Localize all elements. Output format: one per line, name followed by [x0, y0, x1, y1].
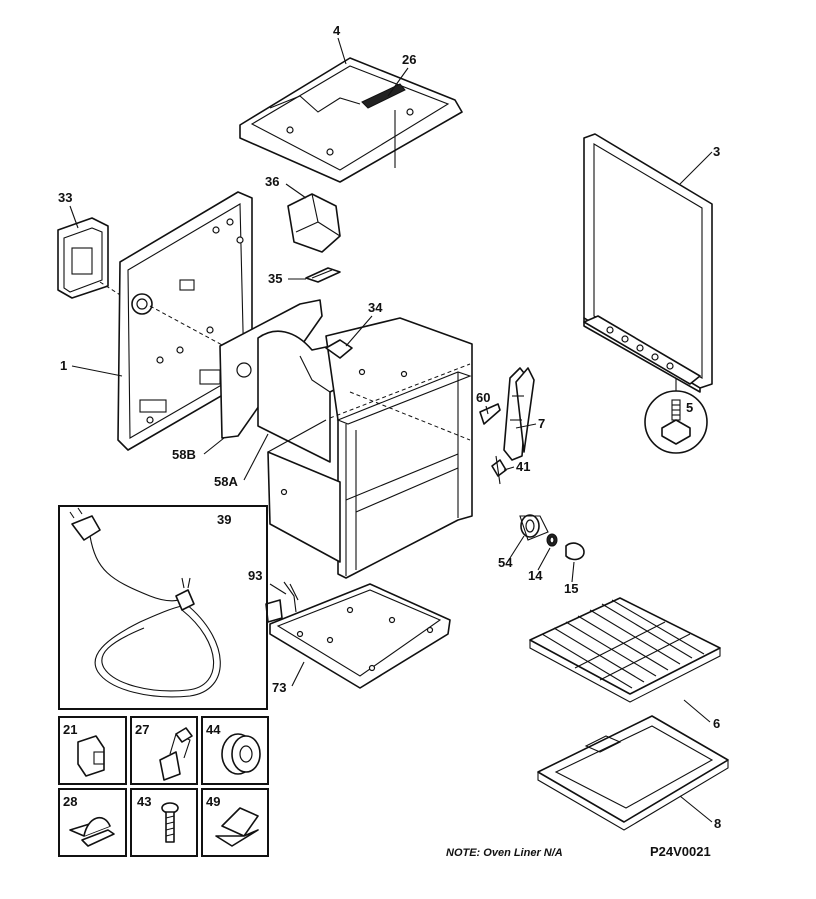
part-7-hinge [503, 367, 535, 461]
label-73: 73 [272, 680, 286, 695]
label-21: 21 [63, 722, 77, 737]
part-41-clip [491, 455, 507, 485]
part-3-side-panel [583, 133, 713, 396]
part-5-leveling-leg [644, 390, 708, 454]
box-44-grommet [201, 716, 269, 785]
label-93: 93 [248, 568, 262, 583]
label-14: 14 [528, 568, 543, 583]
label-58A: 58A [214, 474, 238, 489]
label-34: 34 [368, 300, 383, 315]
label-8: 8 [714, 816, 721, 831]
part-34-clip [325, 339, 353, 359]
box-21-clip [58, 716, 127, 785]
label-1: 1 [60, 358, 67, 373]
part-14-spring [546, 533, 558, 547]
part-35-vent-pad [305, 267, 341, 283]
label-35: 35 [268, 271, 282, 286]
drawing-code: P24V0021 [650, 844, 711, 859]
part-60-bracket [479, 403, 501, 425]
label-41: 41 [516, 459, 530, 474]
label-27: 27 [135, 722, 149, 737]
label-58B: 58B [172, 447, 196, 462]
box-39-power-cord [58, 505, 268, 710]
oven-body-frame [267, 317, 473, 579]
part-36-vent-duct [287, 193, 341, 253]
label-6: 6 [713, 716, 720, 731]
part-8-broiler-pan [537, 715, 729, 831]
label-28: 28 [63, 794, 77, 809]
label-44: 44 [206, 722, 221, 737]
part-4-top-panel [239, 57, 463, 183]
box-27-bracket [130, 716, 198, 785]
label-26: 26 [402, 52, 416, 67]
label-5: 5 [686, 400, 693, 415]
box-49-bracket [201, 788, 269, 857]
part-33-bracket [57, 217, 109, 299]
part-6-oven-rack [529, 597, 721, 703]
box-43-screw [130, 788, 198, 857]
label-36: 36 [265, 174, 279, 189]
label-39: 39 [217, 512, 231, 527]
label-33: 33 [58, 190, 72, 205]
label-43: 43 [137, 794, 151, 809]
label-3: 3 [713, 144, 720, 159]
label-54: 54 [498, 555, 513, 570]
part-15-knob [565, 542, 585, 561]
label-15: 15 [564, 581, 578, 596]
oven-liner-note: NOTE: Oven Liner N/A [446, 847, 563, 859]
label-60: 60 [476, 390, 490, 405]
label-7: 7 [538, 416, 545, 431]
part-54-bezel [519, 514, 549, 541]
part-73-bottom-plate [269, 583, 451, 689]
box-28-clip [58, 788, 127, 857]
label-49: 49 [206, 794, 220, 809]
label-4: 4 [333, 23, 341, 38]
